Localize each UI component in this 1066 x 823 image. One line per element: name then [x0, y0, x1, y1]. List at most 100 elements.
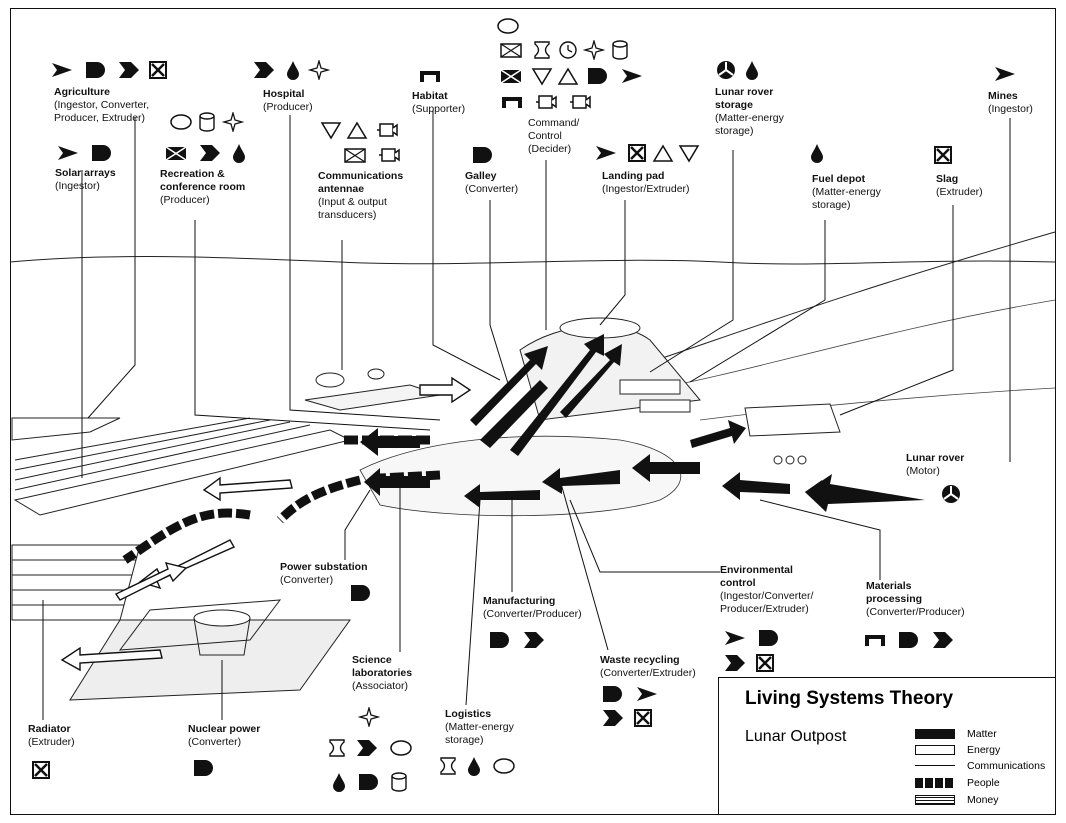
label-subtitle: (Ingestor): [55, 180, 100, 192]
label-subtitle: (Converter/Producer): [483, 608, 582, 620]
label-subtitle: (Input & output transducers): [318, 196, 387, 221]
label-subtitle: (Matter-energy storage): [715, 112, 784, 137]
science-labs-icons-1: [358, 707, 380, 727]
ingestor-icon: [632, 684, 662, 704]
legend-item-money: Money: [967, 794, 999, 806]
label-subtitle: (Converter): [280, 574, 334, 586]
input-transducer-icon: [557, 66, 579, 86]
label-mines: Mines (Ingestor): [988, 90, 1033, 116]
label-title: Habitat: [412, 90, 448, 102]
label-subtitle: (Extruder): [28, 736, 75, 748]
command-icons-4: [497, 92, 595, 112]
label-lunar-rover-storage: Lunar rover storage (Matter-energy stora…: [715, 86, 784, 138]
producer-icon: [720, 653, 750, 673]
camera-icon: [372, 120, 402, 140]
converter-icon: [598, 684, 628, 704]
waste-recycling-icons-1: [598, 684, 662, 704]
timer-icon: [437, 756, 459, 776]
producer-icon: [196, 143, 224, 163]
input-transducer-icon: [346, 120, 368, 140]
label-title: Materials processing: [866, 580, 923, 605]
label-logistics: Logistics (Matter-energy storage): [445, 708, 514, 747]
producer-icon: [352, 738, 382, 758]
ingestor-icon: [47, 60, 77, 80]
converter-icon: [188, 758, 220, 778]
converter-icon: [583, 66, 613, 86]
label-title: Science laboratories: [352, 654, 413, 679]
label-solar-arrays: Solar arrays (Ingestor): [55, 167, 116, 193]
converter-icon: [87, 143, 117, 163]
associator-star-icon: [308, 60, 330, 80]
label-subtitle: (Supporter): [412, 103, 466, 115]
label-subtitle: (Converter): [465, 183, 519, 195]
channel-box-icon: [340, 145, 370, 165]
camera-icon: [531, 92, 561, 112]
legend-box: Living Systems Theory Lunar Outpost Matt…: [718, 677, 1056, 815]
label-title: Communications antennae: [318, 170, 404, 195]
motor-icon: [940, 484, 962, 504]
environmental-control-icons-2: [720, 653, 776, 673]
science-labs-icons-3: [328, 772, 410, 792]
converter-icon: [467, 145, 499, 165]
label-subtitle: (Ingestor/Converter/ Producer/Extruder): [720, 590, 814, 615]
agriculture-icons: [47, 60, 169, 80]
communications-icons-2: [340, 145, 404, 165]
label-command-control: Command/ Control (Decider): [528, 117, 579, 156]
label-science-laboratories: Science laboratories (Associator): [352, 654, 412, 693]
label-title: Command/ Control: [528, 117, 580, 142]
output-transducer-icon: [531, 66, 553, 86]
extruder-icon: [147, 60, 169, 80]
materials-processing-icons: [860, 630, 958, 650]
label-title: Logistics: [445, 708, 492, 720]
associator-star-icon: [358, 707, 380, 727]
label-subtitle: (Converter/Producer): [866, 606, 965, 618]
camera-icon: [374, 145, 404, 165]
label-title: Power substation: [280, 561, 368, 573]
producer-icon: [115, 60, 143, 80]
label-hospital: Hospital (Producer): [263, 88, 313, 114]
mines-icons: [990, 64, 1020, 84]
logistics-icons: [437, 756, 519, 776]
timer-icon: [326, 738, 348, 758]
water-drop-icon: [328, 772, 350, 792]
label-habitat: Habitat (Supporter): [412, 90, 465, 116]
label-subtitle: (Decider): [528, 143, 572, 155]
producer-icon: [250, 60, 278, 80]
communications-icons-1: [320, 120, 402, 140]
supporter-icon: [497, 92, 527, 112]
decider-box-icon: [495, 66, 527, 86]
label-title: Slag: [936, 173, 959, 185]
ingestor-icon: [590, 143, 622, 163]
producer-icon: [519, 630, 549, 650]
legend-item-energy: Energy: [967, 744, 1001, 756]
label-lunar-rover: Lunar rover (Motor): [906, 452, 964, 478]
legend-subtitle: Lunar Outpost: [745, 728, 847, 745]
label-title: Solar arrays: [55, 167, 116, 179]
supporter-icon: [860, 630, 890, 650]
label-subtitle: (Ingestor): [988, 103, 1033, 115]
environmental-control-icons-1: [720, 628, 784, 648]
label-title: Nuclear power: [188, 723, 261, 735]
label-materials-processing: Materials processing (Converter/Producer…: [866, 580, 965, 619]
label-title: Environmental control: [720, 564, 793, 589]
label-radiator: Radiator (Extruder): [28, 723, 75, 749]
label-subtitle: (Ingestor, Converter, Producer, Extruder…: [54, 99, 150, 124]
label-subtitle: (Associator): [352, 680, 409, 692]
extruder-icon: [632, 708, 654, 728]
label-title: Radiator: [28, 723, 71, 735]
label-subtitle: (Motor): [906, 465, 940, 477]
producer-icon: [598, 708, 628, 728]
water-drop-icon: [282, 60, 304, 80]
producer-icon: [928, 630, 958, 650]
oval-icon: [489, 756, 519, 776]
fuel-depot-icons: [806, 143, 828, 163]
label-waste-recycling: Waste recycling (Converter/Extruder): [600, 654, 696, 680]
label-environmental-control: Environmental control (Ingestor/Converte…: [720, 564, 813, 616]
label-title: Lunar rover: [906, 452, 965, 464]
energy-swatch: [915, 745, 955, 755]
label-title: Landing pad: [602, 170, 665, 182]
waste-recycling-icons-2: [598, 708, 654, 728]
converter-icon: [485, 630, 515, 650]
label-galley: Galley (Converter): [465, 170, 518, 196]
